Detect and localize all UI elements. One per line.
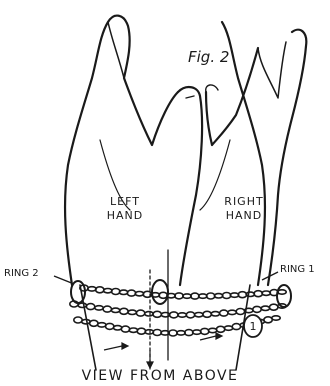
chain-link xyxy=(145,330,153,334)
chain-link xyxy=(178,313,186,317)
chain-link xyxy=(208,328,216,332)
ring-2-label: RING 2 xyxy=(4,268,39,279)
chain-link xyxy=(120,308,128,314)
chain-link xyxy=(153,311,161,317)
chain-link xyxy=(270,304,278,310)
chain-link xyxy=(254,291,262,297)
chain-link xyxy=(261,306,269,310)
chain-link xyxy=(96,287,104,293)
chain-link xyxy=(203,311,211,317)
chain-link xyxy=(106,323,114,329)
chain-link xyxy=(137,328,145,334)
chain-link xyxy=(95,306,103,310)
chain-link xyxy=(253,306,261,312)
direction-arrows xyxy=(104,333,222,368)
chain-link xyxy=(90,320,98,326)
chain-link xyxy=(119,290,127,294)
left-hand-label-line2: HAND xyxy=(107,209,144,222)
chain-link xyxy=(272,316,280,320)
chain-link xyxy=(186,312,194,318)
chain-link xyxy=(211,312,219,316)
chain-link xyxy=(103,306,111,312)
chain-link xyxy=(145,312,153,316)
chain-link xyxy=(104,289,112,293)
right-hand-label-line2: HAND xyxy=(226,209,263,222)
chain-link xyxy=(216,326,224,332)
chain-link xyxy=(128,310,136,314)
chain-link xyxy=(127,290,135,296)
chain-link xyxy=(201,328,209,334)
marker-number: 1 xyxy=(250,320,257,333)
chain-link xyxy=(112,289,120,295)
chain-link xyxy=(111,308,119,312)
chain-link xyxy=(135,292,143,296)
ring-1-label: RING 1 xyxy=(280,264,315,275)
left-hand-drawing xyxy=(65,16,202,285)
chain-link xyxy=(278,290,286,294)
caption: VIEW FROM ABOVE xyxy=(82,368,239,384)
chain-link xyxy=(86,304,94,310)
chain-link xyxy=(129,328,137,332)
chain-link xyxy=(232,324,240,330)
chain-link xyxy=(121,326,129,332)
chain-link xyxy=(236,309,244,315)
chain-link xyxy=(88,287,96,291)
chain-link xyxy=(228,310,236,314)
chain-link xyxy=(136,310,144,316)
figure-label: Fig. 2 xyxy=(188,48,229,66)
chain-link xyxy=(170,312,178,318)
right-hand-label-line1: RIGHT xyxy=(224,195,263,208)
chain-link xyxy=(262,291,270,295)
left-hand-label-line1: LEFT xyxy=(110,195,140,208)
chain-link xyxy=(195,313,203,317)
chain-link xyxy=(220,310,228,316)
